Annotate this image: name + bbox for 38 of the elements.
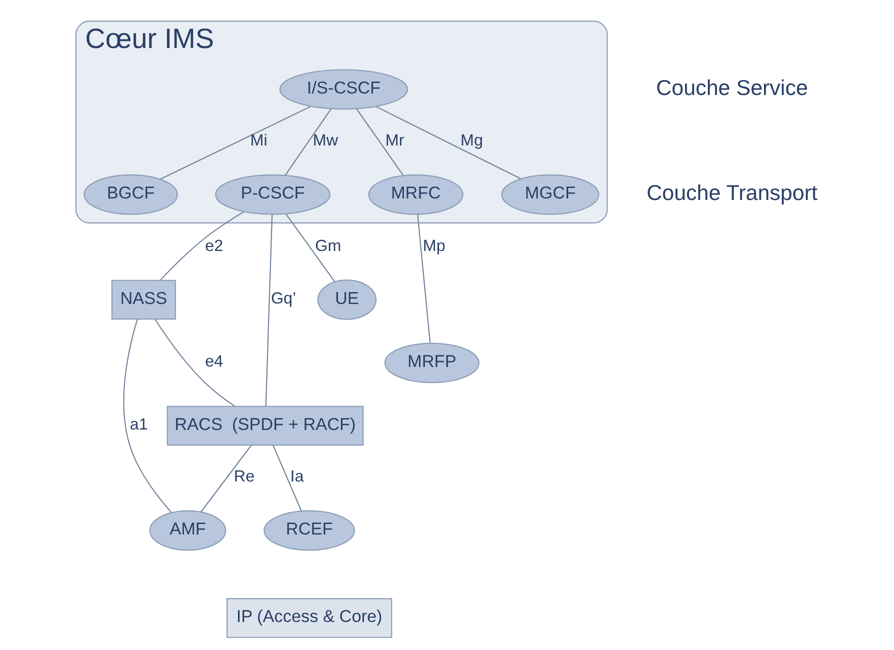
edge-label: Re [234,468,255,486]
node-box: RACS (SPDF + RACF) [166,406,364,446]
label: Couche Service [656,76,808,100]
edge-label: Gq’ [270,289,296,308]
node-box: NASS [111,280,176,320]
node-box: IP (Access & Core) [226,598,392,638]
edge-label: Ia [290,468,304,486]
label: Couche Transport [646,180,818,205]
connector [160,106,311,180]
edge-label: e4 [205,352,224,371]
connector [284,108,332,176]
connector [160,211,244,281]
edge-label: e2 [205,236,224,255]
node-ellipse: UE [317,280,377,320]
connector [417,214,431,343]
edge-label: Mi [250,132,268,150]
connector [123,319,172,513]
connector [356,108,404,176]
connector [154,319,236,407]
connector [265,214,273,406]
edge-label: Mg [460,132,483,150]
edge-label: Gm [315,236,342,255]
node-ellipse: AMF [149,510,226,551]
node-ellipse: P-CSCF [215,174,330,215]
connector [286,214,336,282]
node-ellipse: BGCF [84,174,178,215]
edge-label: a1 [130,416,148,434]
edge-label: Mw [312,132,338,150]
node-ellipse: MRFC [368,174,464,215]
edge-label: Mp [422,236,446,255]
node-ellipse: MGCF [501,174,600,215]
edge-label: Mr [385,132,404,150]
node-ellipse: I/S-CSCF [279,69,408,110]
node-ellipse: MRFP [384,342,480,384]
connector [200,444,252,512]
connector [376,106,521,180]
node-ellipse: RCEF [264,510,355,551]
connector [272,444,302,512]
